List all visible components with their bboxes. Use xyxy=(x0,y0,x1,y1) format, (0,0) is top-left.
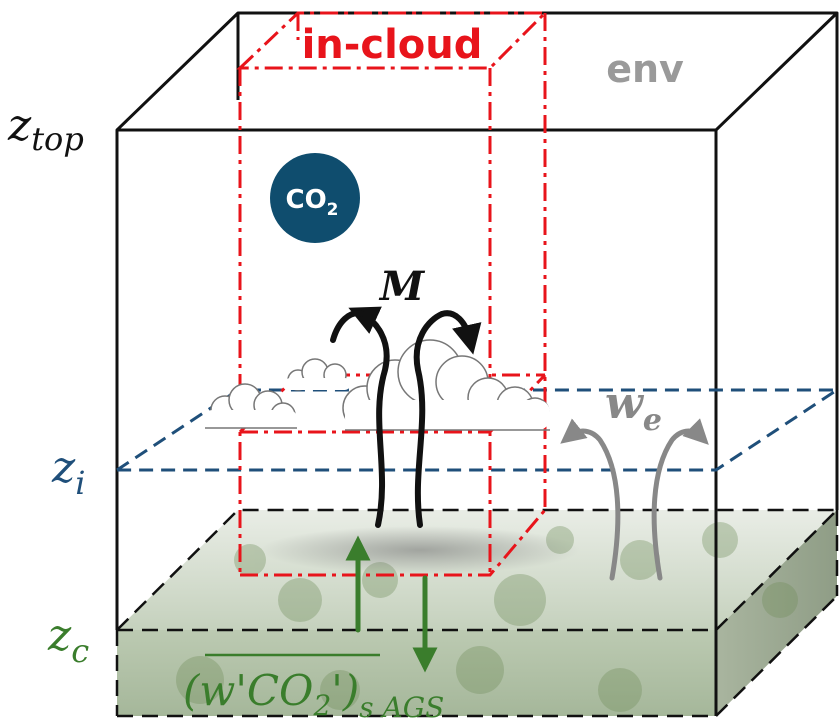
surface-flux-expression: (w'CO2')s AGS xyxy=(183,653,444,722)
in-cloud-label: in-cloud xyxy=(302,22,483,68)
surface-front xyxy=(117,630,716,716)
co2-badge-circle xyxy=(270,153,360,243)
entrain-arrow-left xyxy=(560,418,621,581)
mass-flux-label: M xyxy=(378,263,426,310)
cloud-small-top xyxy=(285,358,350,391)
z-i-label: zi xyxy=(51,442,85,502)
entrainment-arrows xyxy=(560,418,709,581)
surface-side xyxy=(716,510,837,716)
cumulus-clouds xyxy=(205,339,550,431)
z-top-label: ztop xyxy=(7,100,84,158)
cloud-small-left xyxy=(205,383,297,429)
cloud-shadow xyxy=(260,526,580,574)
env-label: env xyxy=(606,47,684,91)
z-c-label: zc xyxy=(47,610,89,670)
co2-badge-label: CO2 xyxy=(285,185,338,220)
surface-flux-arrows xyxy=(345,535,438,673)
co2-badge: CO2 xyxy=(270,153,360,243)
mass-flux-arrows xyxy=(330,306,482,528)
entrainment-label: we xyxy=(605,378,662,438)
cloud-large xyxy=(342,339,550,431)
boundary-layer-plane xyxy=(112,388,840,472)
svg-text:(w'CO2')s AGS: (w'CO2')s AGS xyxy=(183,666,444,722)
entrain-arrow-right xyxy=(651,418,709,581)
domain-box xyxy=(115,11,839,716)
